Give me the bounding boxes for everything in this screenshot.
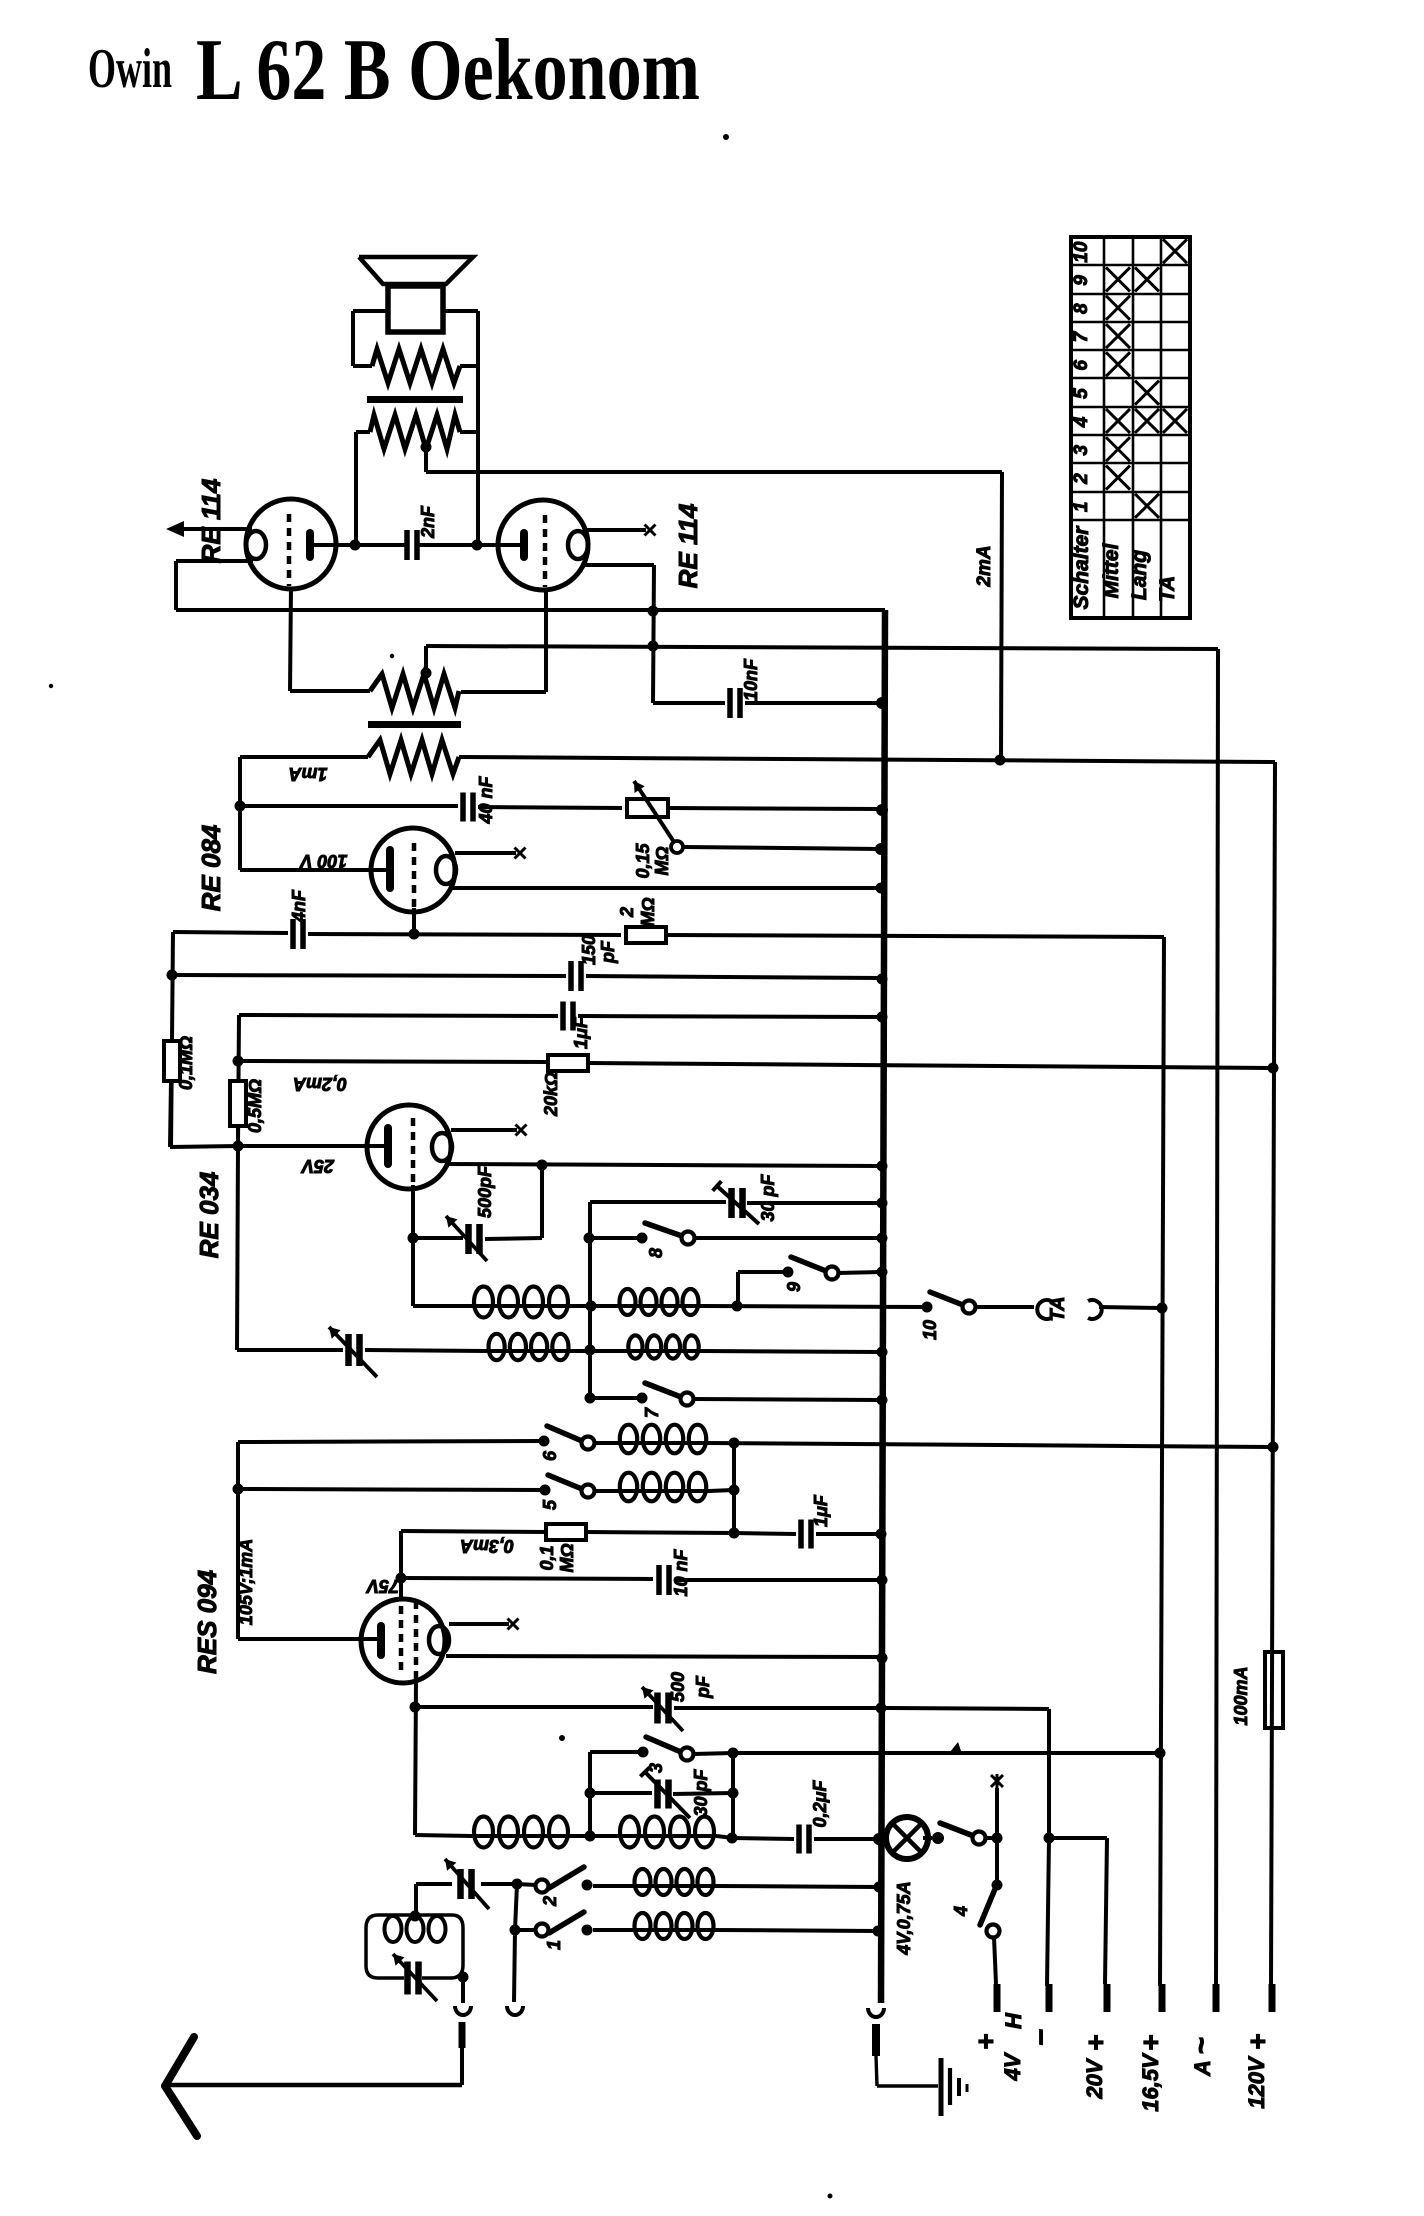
svg-text:4V: 4V: [1000, 2051, 1025, 2081]
svg-text:0,1MΩ: 0,1MΩ: [176, 1036, 196, 1090]
svg-text:2: 2: [617, 907, 637, 918]
svg-text:+: +: [1080, 2035, 1111, 2051]
svg-text:4: 4: [951, 1906, 971, 1917]
svg-text:6: 6: [1071, 360, 1092, 371]
svg-text:TA: TA: [1156, 576, 1179, 602]
svg-text:2: 2: [1071, 473, 1092, 485]
svg-text:+: +: [970, 2034, 1001, 2050]
svg-text:+: +: [1135, 2035, 1166, 2051]
svg-text:30 pF: 30 pF: [691, 1768, 711, 1816]
svg-text:MΩ: MΩ: [557, 1543, 577, 1572]
svg-text:A: A: [1190, 2060, 1215, 2077]
svg-text:1: 1: [544, 1940, 564, 1950]
svg-text:20kΩ: 20kΩ: [541, 1072, 561, 1117]
svg-text:~: ~: [1185, 2037, 1218, 2055]
svg-text:9: 9: [784, 1282, 804, 1292]
svg-text:30 pF: 30 pF: [758, 1173, 778, 1221]
svg-text:0,3mA: 0,3mA: [460, 1536, 514, 1556]
svg-text:–: –: [1023, 2029, 1056, 2046]
svg-text:0,2μF: 0,2μF: [810, 1780, 830, 1828]
svg-text:16,5V: 16,5V: [1138, 2052, 1163, 2112]
svg-text:4V,0,75A: 4V,0,75A: [894, 1881, 914, 1955]
svg-text:H: H: [1001, 2012, 1026, 2029]
svg-text:RES 094: RES 094: [192, 1569, 222, 1674]
svg-text:1mA: 1mA: [288, 764, 327, 784]
svg-text:150: 150: [579, 935, 599, 965]
svg-text:2mA: 2mA: [974, 545, 995, 587]
svg-text:4nF: 4nF: [289, 889, 309, 923]
svg-text:1: 1: [1071, 502, 1092, 513]
svg-text:5: 5: [1071, 388, 1092, 399]
svg-text:TA: TA: [1047, 1296, 1069, 1321]
svg-text:4: 4: [1071, 416, 1092, 428]
svg-text:Schalter: Schalter: [1070, 525, 1093, 610]
svg-text:7: 7: [642, 1407, 662, 1418]
svg-text:pF: pF: [598, 940, 618, 964]
svg-text:500pF: 500pF: [475, 1165, 495, 1218]
svg-text:75V: 75V: [365, 1576, 399, 1596]
svg-text:Owin: Owin: [88, 38, 172, 100]
svg-text:100mA: 100mA: [1231, 1666, 1251, 1725]
svg-text:MΩ: MΩ: [638, 897, 658, 926]
svg-text:5: 5: [540, 1499, 560, 1510]
svg-text:40 nF: 40 nF: [476, 775, 496, 824]
svg-text:Mittel: Mittel: [1100, 542, 1123, 598]
svg-text:120V: 120V: [1244, 2055, 1269, 2109]
svg-text:25V: 25V: [300, 1156, 335, 1176]
svg-text:10nF: 10nF: [741, 658, 761, 701]
svg-text:+: +: [1242, 2034, 1273, 2050]
svg-text:10: 10: [1071, 241, 1092, 263]
svg-text:pF: pF: [693, 1675, 713, 1699]
svg-text:3: 3: [646, 1763, 666, 1773]
svg-text:0,5MΩ: 0,5MΩ: [245, 1079, 265, 1133]
svg-text:7: 7: [1071, 330, 1092, 342]
svg-text:105V;1mA: 105V;1mA: [236, 1539, 256, 1625]
svg-text:L 62 B Oekonom: L 62 B Oekonom: [196, 22, 700, 119]
svg-text:10: 10: [920, 1320, 940, 1340]
svg-text:6: 6: [540, 1450, 560, 1461]
svg-text:9: 9: [1071, 275, 1092, 286]
svg-text:0,2mA: 0,2mA: [293, 1074, 347, 1094]
svg-text:8: 8: [1071, 303, 1092, 314]
svg-text:8: 8: [646, 1248, 666, 1258]
svg-text:500: 500: [668, 1672, 688, 1702]
svg-text:0,1: 0,1: [537, 1545, 557, 1570]
svg-text:100 V: 100 V: [298, 851, 347, 871]
svg-text:RE 114: RE 114: [196, 478, 226, 563]
svg-text:RE 084: RE 084: [196, 824, 226, 911]
svg-text:2: 2: [540, 1896, 560, 1907]
svg-text:1μF: 1μF: [811, 1494, 831, 1527]
svg-text:0,15: 0,15: [633, 843, 653, 879]
svg-text:1μF: 1μF: [571, 1016, 591, 1049]
svg-text:RE 034: RE 034: [194, 1171, 224, 1258]
svg-text:Lang: Lang: [1128, 550, 1151, 600]
svg-text:2nF: 2nF: [418, 505, 438, 539]
svg-text:10 nF: 10 nF: [671, 1548, 691, 1596]
svg-text:MΩ: MΩ: [652, 846, 672, 875]
svg-text:20V: 20V: [1082, 2057, 1107, 2099]
svg-text:3: 3: [1071, 445, 1092, 456]
svg-text:RE 114: RE 114: [673, 503, 703, 588]
